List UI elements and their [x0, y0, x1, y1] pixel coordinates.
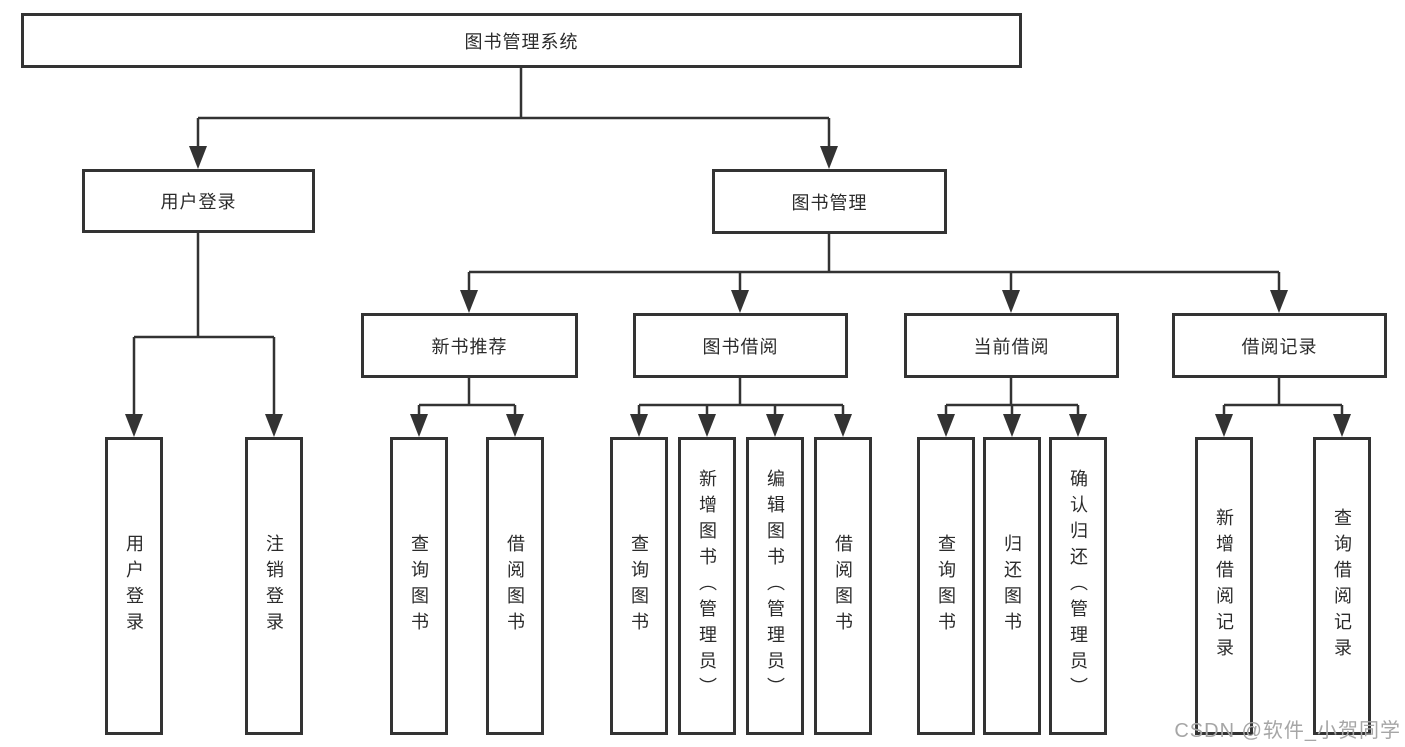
node-user-login: 用户登录 [82, 169, 315, 233]
connector-current-children [944, 378, 1080, 418]
arrow-down-icon [1003, 414, 1021, 437]
connector-recommend-children [417, 378, 517, 418]
leaf-label: 查询图书 [936, 534, 956, 638]
leaf-user-login: 用户登录 [105, 437, 163, 735]
arrow-down-icon [265, 414, 283, 437]
leaf-label: 查询图书 [409, 534, 429, 638]
leaf-label: 借阅图书 [833, 534, 853, 638]
arrow-down-icon [630, 414, 648, 437]
leaf-borrow-borrow-books: 借阅图书 [814, 437, 872, 735]
arrow-down-icon [1002, 290, 1020, 313]
leaf-label: 编辑图书（管理员） [765, 469, 785, 703]
arrow-down-icon [937, 414, 955, 437]
node-library-system: 图书管理系统 [21, 13, 1022, 68]
arrow-down-icon [460, 290, 478, 313]
arrow-down-icon [1215, 414, 1233, 437]
leaf-label: 新增借阅记录 [1214, 508, 1234, 664]
leaf-label: 借阅图书 [505, 534, 525, 638]
connector-borrow-children [637, 378, 845, 418]
connector-root [196, 68, 831, 150]
arrow-down-icon [1270, 290, 1288, 313]
arrow-down-icon [698, 414, 716, 437]
node-book-borrow: 图书借阅 [633, 313, 848, 378]
node-current-borrow: 当前借阅 [904, 313, 1119, 378]
leaf-logout: 注销登录 [245, 437, 303, 735]
leaf-label: 归还图书 [1002, 534, 1022, 638]
arrow-down-icon [189, 146, 207, 169]
connector-book-mgmt-children [467, 234, 1281, 294]
leaf-label: 新增图书（管理员） [697, 469, 717, 703]
node-borrow-records: 借阅记录 [1172, 313, 1387, 378]
leaf-borrow-query-books: 查询图书 [610, 437, 668, 735]
node-new-book-recommend: 新书推荐 [361, 313, 578, 378]
leaf-current-return-books: 归还图书 [983, 437, 1041, 735]
arrow-down-icon [506, 414, 524, 437]
leaf-label: 查询借阅记录 [1332, 508, 1352, 664]
leaf-label: 注销登录 [264, 534, 284, 638]
leaf-current-query-books: 查询图书 [917, 437, 975, 735]
arrow-down-icon [1333, 414, 1351, 437]
leaf-label: 确认归还（管理员） [1068, 469, 1088, 703]
leaf-records-add-record: 新增借阅记录 [1195, 437, 1253, 735]
leaf-label: 用户登录 [124, 534, 144, 638]
node-book-management: 图书管理 [712, 169, 947, 234]
leaf-recommend-borrow-books: 借阅图书 [486, 437, 544, 735]
leaf-current-confirm-return-admin: 确认归还（管理员） [1049, 437, 1107, 735]
leaf-borrow-add-books-admin: 新增图书（管理员） [678, 437, 736, 735]
connector-records-children [1222, 378, 1344, 418]
leaf-records-query-record: 查询借阅记录 [1313, 437, 1371, 735]
arrow-down-icon [834, 414, 852, 437]
arrow-down-icon [820, 146, 838, 169]
leaf-borrow-edit-books-admin: 编辑图书（管理员） [746, 437, 804, 735]
watermark-text: CSDN @软件_小贺同学 [1174, 720, 1401, 742]
leaf-recommend-query-books: 查询图书 [390, 437, 448, 735]
arrow-down-icon [125, 414, 143, 437]
arrow-down-icon [766, 414, 784, 437]
connector-user-login-children [132, 233, 276, 418]
arrow-down-icon [731, 290, 749, 313]
arrow-down-icon [410, 414, 428, 437]
leaf-label: 查询图书 [629, 534, 649, 638]
arrow-down-icon [1069, 414, 1087, 437]
